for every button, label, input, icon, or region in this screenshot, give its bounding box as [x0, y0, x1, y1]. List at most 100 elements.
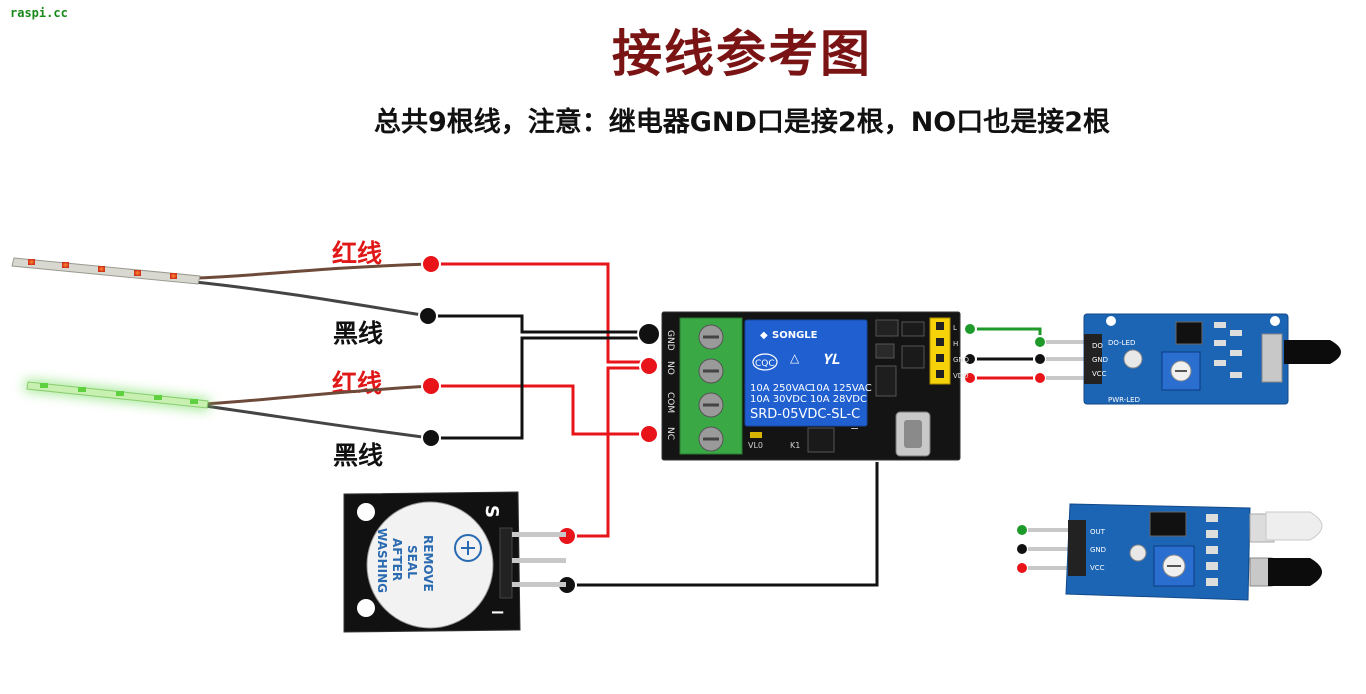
- dot-black-2: [421, 428, 441, 448]
- dot-relay-nc: [639, 424, 659, 444]
- sensor1-pwr-led-label: PWR-LED: [1108, 396, 1140, 404]
- buzzer-minus-label: −: [490, 602, 505, 623]
- sensor1-header: [1084, 334, 1102, 384]
- relay-brand-icon: ◆: [760, 330, 768, 341]
- relay-pin-header: [929, 317, 951, 385]
- watermark: raspi.cc: [10, 6, 68, 20]
- led-strip-1: [11, 257, 431, 318]
- relay-rating-right-1: 10A 125VAC: [810, 383, 872, 394]
- relay-header-gnd: GND: [953, 356, 969, 364]
- sensor2-pins: [1028, 528, 1072, 570]
- wire-red-buzzer: [567, 366, 649, 538]
- relay-header-holes: [936, 322, 944, 378]
- wire-label-black-2: 黑线: [333, 441, 384, 470]
- relay-coil-box: [744, 319, 868, 427]
- sensor1-flame-diode: [1284, 340, 1341, 364]
- relay-label-no: NO: [665, 361, 675, 375]
- relay-module: GND NO COM NC ◆ SONGLE CQC △ 𝐘𝐋 10A 250V…: [661, 311, 969, 461]
- buzzer-s-label: S: [481, 505, 502, 518]
- dot-black-1: [418, 306, 438, 326]
- relay-header-h: H: [953, 340, 958, 348]
- buzzer-module: REMOVE SEAL AFTER WASHING S −: [343, 491, 566, 633]
- relay-model: SRD-05VDC-SL-C: [750, 407, 860, 422]
- sensor1-do-led-label: DO-LED: [1108, 339, 1135, 347]
- dot-sensor1-gnd: [1033, 352, 1047, 366]
- relay-coil-text: ◆ SONGLE CQC △ 𝐘𝐋 10A 250VAC 10A 30VDC 1…: [750, 330, 872, 422]
- buzzer-header-base: [499, 527, 513, 599]
- sensor1-mount-hole: [1123, 349, 1143, 369]
- buzzer-pins: [512, 532, 566, 587]
- dot-sensor1-do: [1033, 335, 1047, 349]
- relay-rating-right-2: 10A 28VDC: [810, 394, 867, 405]
- relay-screws: [698, 324, 724, 452]
- dot-relay-gnd: [637, 322, 661, 346]
- relay-k-label: K1: [790, 441, 800, 450]
- dot-relay-no: [639, 356, 659, 376]
- relay-cqc-icon: [752, 353, 778, 371]
- sensor1-pins: [1046, 340, 1086, 380]
- relay-label-nc: NC: [665, 427, 675, 440]
- relay-smd-parts: [750, 319, 925, 453]
- dot-red-1: [421, 254, 441, 274]
- sensor2-header: [1068, 520, 1086, 576]
- dot-sensor2-gnd: [1015, 542, 1029, 556]
- led-strip-2: [24, 380, 431, 440]
- buzzer-hole-top: [357, 503, 375, 521]
- led-strip-1-body: [11, 257, 201, 285]
- relay-rating-left-1: 10A 250VAC: [750, 383, 812, 394]
- page-subtitle: 总共9根线，注意：继电器GND口是接2根，NO口也是接2根: [373, 107, 1111, 138]
- sensor1-ic: [1175, 321, 1203, 345]
- led-strip-1-black-lead: [194, 280, 429, 318]
- sensor2-mount-hole: [1129, 544, 1147, 562]
- wire-black-2: [431, 336, 649, 440]
- buzzer-polarity-icon: [454, 534, 482, 562]
- wires: [428, 262, 1042, 587]
- flame-sensor-1: DO-LED PWR-LED DO GND VCC: [1046, 313, 1341, 405]
- dot-sensor2-out: [1015, 523, 1029, 537]
- sensor1-leads: [1261, 333, 1283, 383]
- dot-sensor1-vcc: [1033, 371, 1047, 385]
- led-strip-1-leds: [28, 259, 177, 279]
- sensor2-pin-gnd: GND: [1090, 546, 1106, 554]
- wire-red-1: [431, 262, 649, 364]
- sensor1-resistors: [1214, 322, 1242, 378]
- relay-rating-left-2: 10A 30VDC: [750, 394, 807, 405]
- wire-black-1: [428, 314, 649, 334]
- sensor2-ic: [1149, 511, 1187, 537]
- relay-label-com: COM: [665, 392, 675, 413]
- led-strip-1-red-lead: [194, 262, 431, 280]
- sensor1-pin-vcc: VCC: [1092, 370, 1107, 378]
- wire-black-buzzer: [567, 452, 879, 587]
- buzzer-seal-line-4: WASHING: [375, 528, 389, 593]
- dot-relay-gnd-header: [963, 352, 977, 366]
- buzzer-seal-line-2: SEAL: [405, 545, 419, 579]
- sensor2-ir-emitter: [1265, 511, 1323, 541]
- relay-header-labels: L H GND VDD: [953, 324, 969, 380]
- sensor2-ir-receiver: [1268, 558, 1322, 586]
- wire-green-signal: [970, 327, 1042, 342]
- relay-led-label: VL0: [748, 441, 763, 450]
- sensor1-pin-do: DO: [1092, 342, 1103, 350]
- page-title: 接线参考图: [612, 25, 872, 83]
- relay-cqc: CQC: [755, 359, 775, 369]
- relay-brand: SONGLE: [772, 330, 818, 341]
- relay-ul-icon: 𝐘𝐋: [822, 352, 840, 368]
- wire-label-red-1: 红线: [332, 239, 383, 268]
- relay-label-gnd: GND: [665, 330, 675, 351]
- relay-minus-label: −: [850, 422, 859, 435]
- dot-relay-vdd: [963, 371, 977, 385]
- buzzer-seal-line-1: REMOVE: [421, 535, 435, 592]
- dot-red-2: [421, 376, 441, 396]
- relay-header-l: L: [953, 324, 957, 332]
- wire-dots: [418, 254, 1047, 595]
- sensor1-pin-gnd: GND: [1092, 356, 1108, 364]
- wire-label-black-1: 黑线: [333, 319, 384, 348]
- led-strip-2-black-lead: [204, 404, 431, 440]
- sensor2-resistors: [1206, 514, 1218, 586]
- buzzer-seal: [366, 501, 494, 629]
- buzzer-hole-bottom: [357, 599, 375, 617]
- wire-red-2: [431, 384, 649, 436]
- sensor2-pin-vcc: VCC: [1090, 564, 1105, 572]
- relay-terminal-labels: GND NO COM NC: [665, 330, 675, 440]
